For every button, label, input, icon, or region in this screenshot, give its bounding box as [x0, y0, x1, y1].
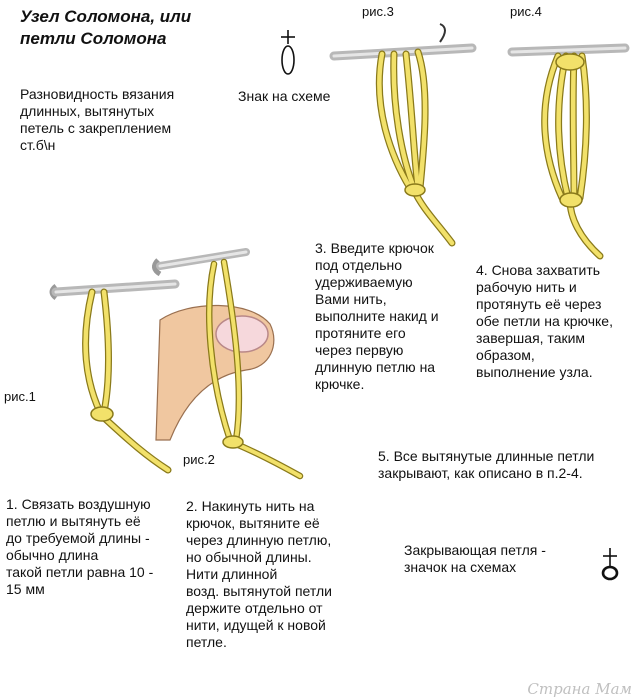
figure-3-illustration	[329, 23, 477, 247]
figure-3-label: рис.3	[362, 4, 394, 19]
figure-4-label: рис.4	[510, 4, 542, 19]
step-2-text: 2. Накинуть нить на крючок, вытяните её …	[186, 498, 332, 650]
symbol-caption: Знак на схеме	[238, 88, 331, 104]
description-text: Разновидность вязания длинных, вытянутых…	[20, 86, 175, 153]
step-1-text: 1. Связать воздушную петлю и вытянуть её…	[6, 496, 154, 597]
figure-4-illustration	[507, 43, 630, 260]
watermark: Страна Мам	[527, 680, 632, 698]
step-5-text: 5. Все вытянутые длинные петли закрывают…	[378, 448, 595, 481]
closing-loop-symbol-icon	[601, 548, 619, 581]
solomon-knot-symbol-icon	[281, 30, 295, 75]
closing-caption: Закрывающая петля - значок на схемах	[404, 542, 546, 575]
page-title: Узел Соломона, или петли Соломона	[20, 7, 192, 48]
figure-1-illustration	[49, 279, 180, 474]
step-4-text: 4. Снова захватить рабочую нить и протян…	[476, 262, 613, 380]
figure-2-label: рис.2	[183, 452, 215, 467]
figure-1-label: рис.1	[4, 389, 36, 404]
step-3-text: 3. Введите крючок под отдельно удерживае…	[315, 240, 439, 392]
figure-2-illustration	[152, 248, 304, 480]
